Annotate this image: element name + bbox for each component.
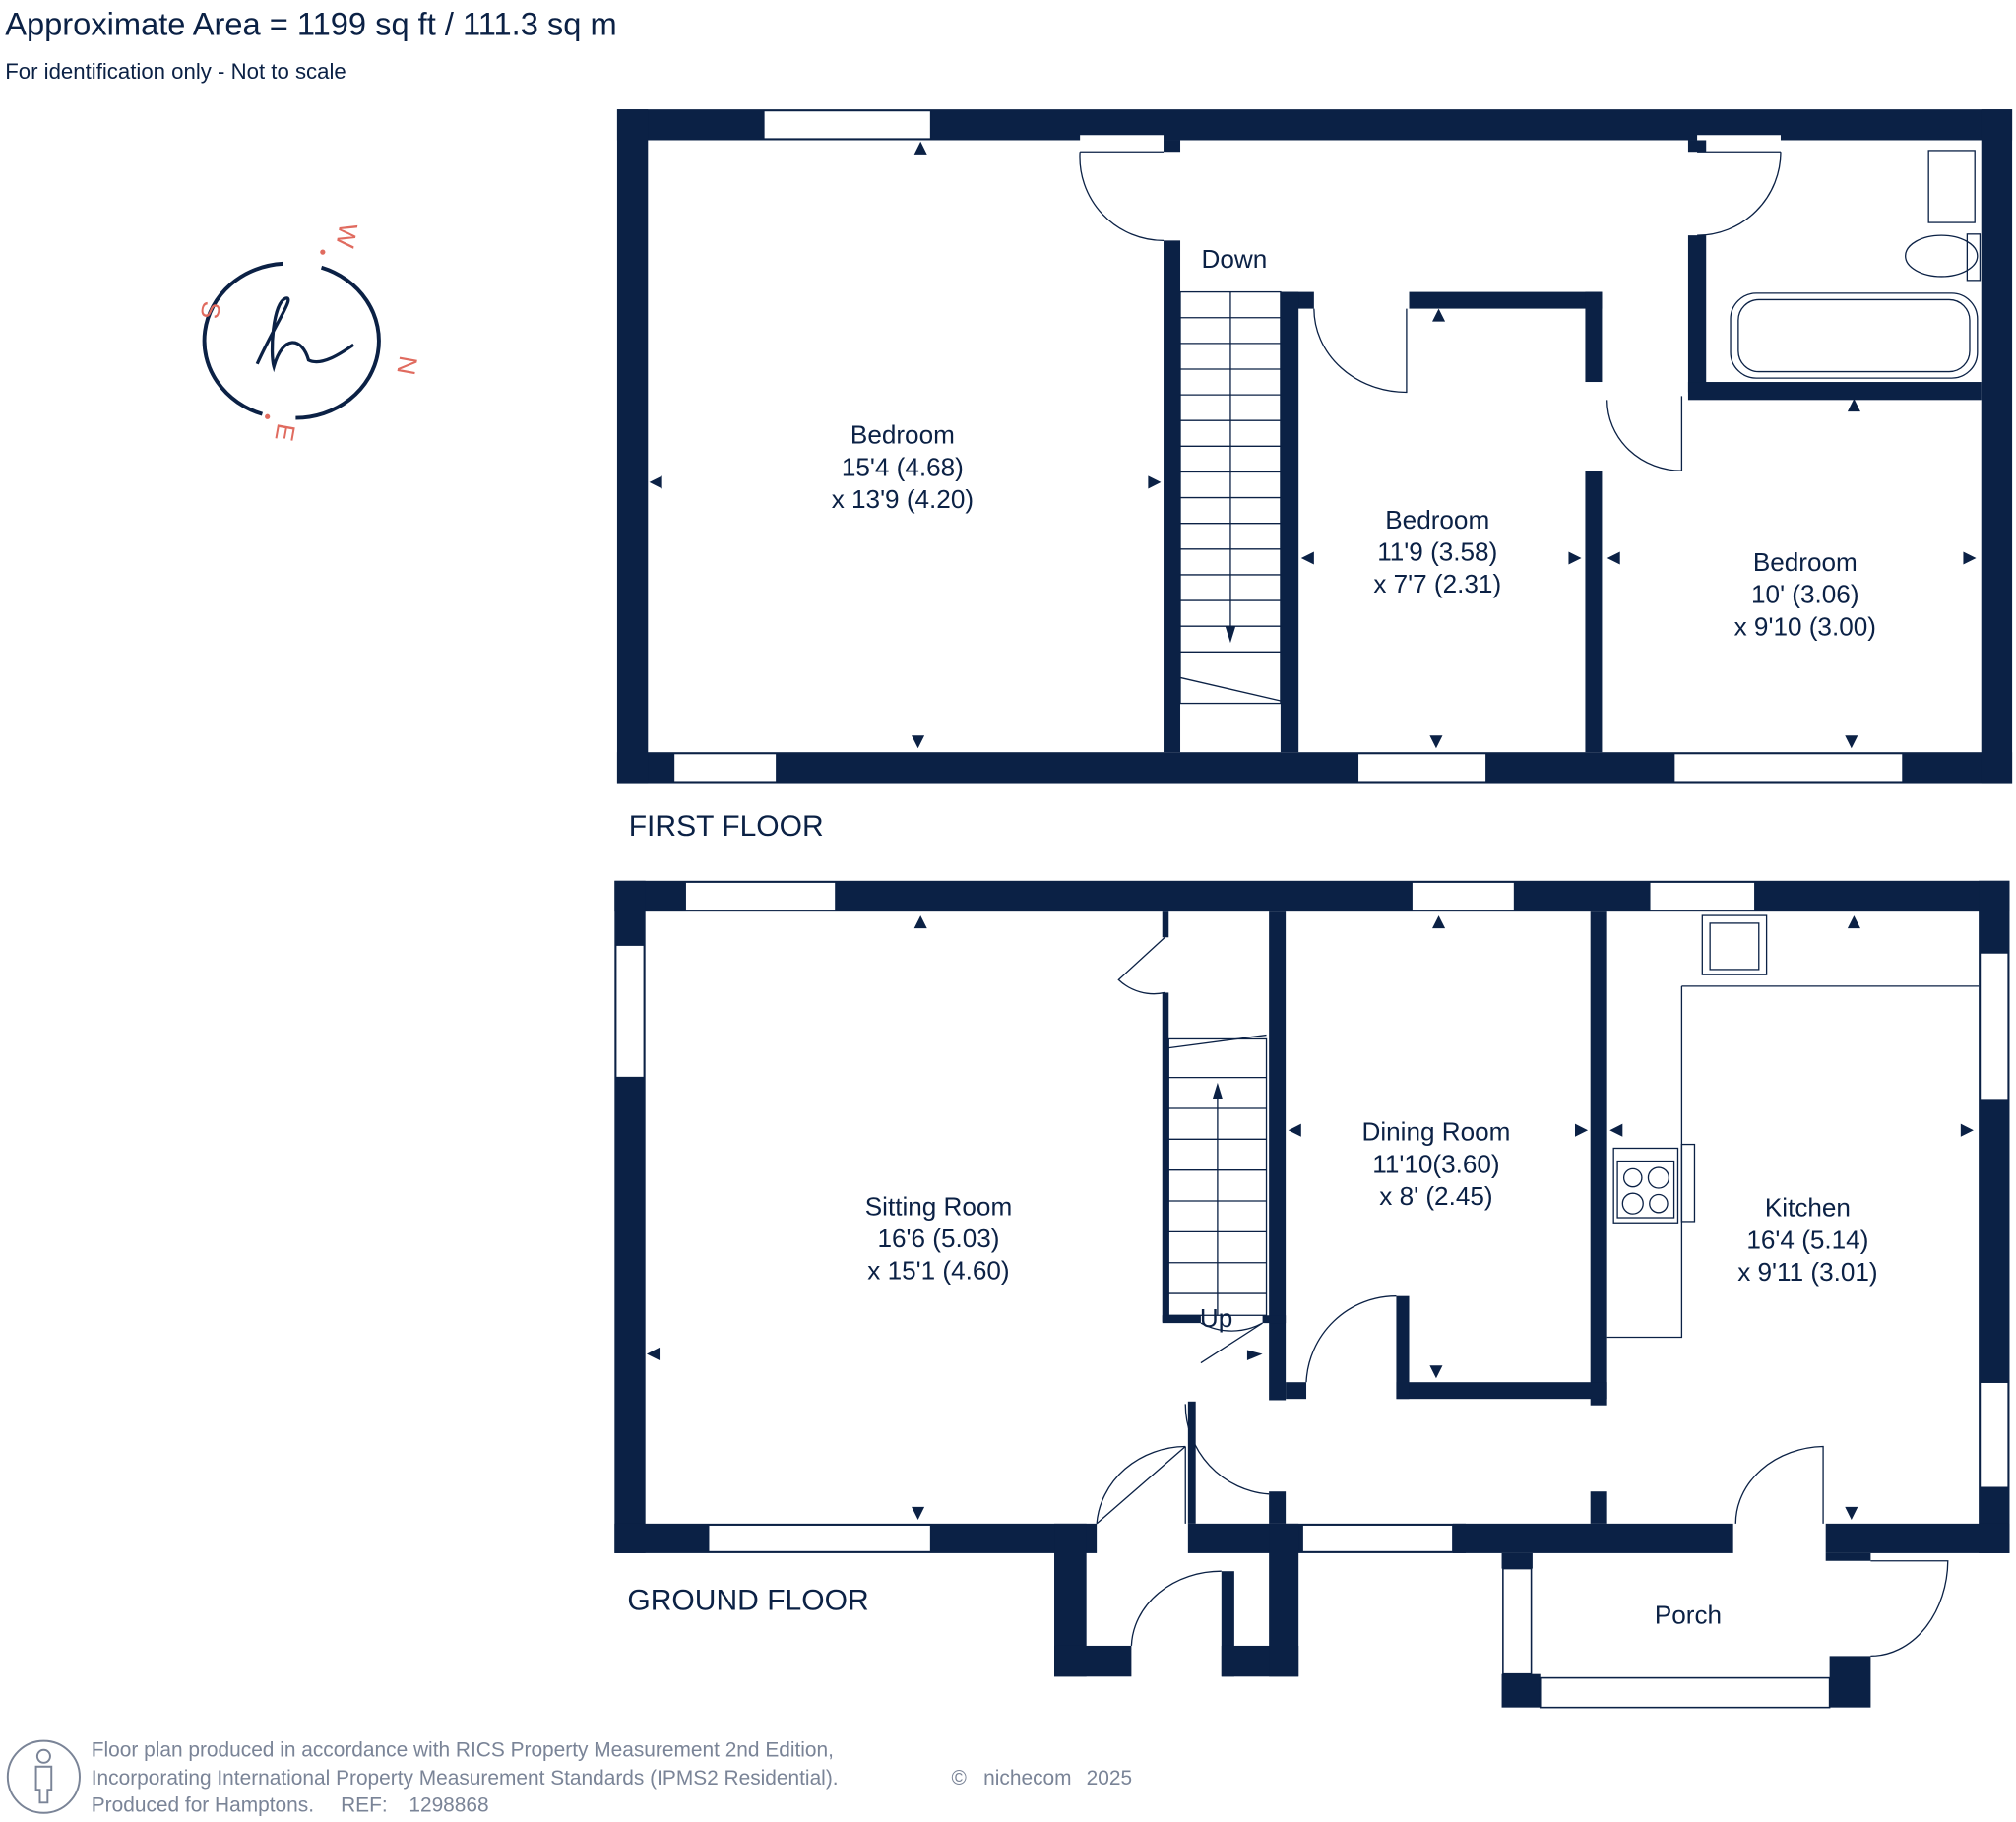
compass-e: E (269, 421, 301, 443)
window (1539, 1676, 1831, 1709)
room-bedroom-3: Bedroom 10' (3.06) x 9'10 (3.00) (1734, 547, 1876, 641)
page-title: Approximate Area = 1199 sq ft / 111.3 sq… (5, 5, 616, 41)
room-name: Bedroom (1753, 547, 1858, 577)
stairs-down-label: Down (1201, 244, 1267, 274)
room-name: Bedroom (1385, 505, 1489, 534)
footer-line-3: Produced for Hamptons. (92, 1793, 314, 1816)
room-dimension: x 13'9 (4.20) (832, 484, 974, 514)
compass-ring-icon (202, 261, 284, 416)
compass-logo: W S N E (195, 221, 424, 444)
room-dimension: x 9'11 (3.01) (1737, 1257, 1877, 1287)
window (1356, 752, 1487, 784)
window (1502, 1567, 1533, 1675)
room-name: Dining Room (1361, 1117, 1510, 1147)
compass-ring-icon (295, 265, 381, 420)
window (614, 944, 646, 1079)
sink-icon (1701, 914, 1768, 975)
footer: Floor plan produced in accordance with R… (6, 1738, 1132, 1816)
ref-number: 1298868 (409, 1793, 488, 1816)
window (1979, 1381, 2009, 1489)
room-dimension: x 9'10 (3.00) (1734, 611, 1876, 641)
room-porch: Porch (1655, 1601, 1722, 1630)
room-dimension: x 8' (2.45) (1379, 1181, 1492, 1211)
room-name: Kitchen (1765, 1193, 1851, 1223)
compass-w: W (330, 221, 363, 251)
room-dimension: 15'4 (4.68) (842, 452, 964, 481)
window (763, 109, 932, 140)
first-floor-label: FIRST FLOOR (629, 810, 824, 843)
room-name: Bedroom (850, 420, 955, 450)
window (1979, 952, 2009, 1101)
basin-icon (1927, 150, 1976, 223)
window (684, 881, 837, 911)
ground-floor-plan: Up Sitting Room 16'6 (5.03) x 15'1 (4.60… (614, 880, 2010, 1709)
room-name: Sitting Room (865, 1191, 1012, 1221)
staircase (1167, 1034, 1268, 1360)
first-floor-plan: Down Bedroom 15'4 (4.68) x 13'9 (4.20) B… (616, 109, 2013, 843)
window (1411, 881, 1516, 911)
hamptons-logo-icon (255, 296, 355, 373)
hob-icon (1612, 1147, 1679, 1224)
room-dimension: 16'4 (5.14) (1746, 1225, 1868, 1254)
window (672, 752, 778, 784)
room-dimension: 16'6 (5.03) (877, 1224, 999, 1253)
ground-floor-label: GROUND FLOOR (627, 1584, 868, 1616)
ref-label: REF: (341, 1793, 388, 1816)
room-bedroom-1: Bedroom 15'4 (4.68) x 13'9 (4.20) (832, 420, 974, 514)
room-kitchen: Kitchen 16'4 (5.14) x 9'11 (3.01) (1737, 1193, 1877, 1287)
compass-n: N (391, 353, 423, 377)
room-dining-room: Dining Room 11'10(3.60) x 8' (2.45) (1361, 1117, 1510, 1211)
footer-line-2: Incorporating International Property Mea… (92, 1767, 839, 1790)
page-subtitle: For identification only - Not to scale (5, 59, 346, 84)
window (1672, 752, 1904, 784)
ipms-person-icon (6, 1739, 81, 1814)
copyright-year: 2025 (1087, 1767, 1132, 1790)
room-bedroom-2: Bedroom 11'9 (3.58) x 7'7 (2.31) (1373, 505, 1501, 598)
footer-line-1: Floor plan produced in accordance with R… (92, 1738, 834, 1761)
room-sitting-room: Sitting Room 16'6 (5.03) x 15'1 (4.60) (865, 1191, 1012, 1285)
window (1648, 881, 1756, 911)
copyright-symbol: © (952, 1767, 968, 1790)
room-dimension: 10' (3.06) (1751, 580, 1859, 609)
brand-name: nichecom (983, 1767, 1071, 1790)
room-dimension: 11'9 (3.58) (1377, 537, 1497, 567)
room-dimension: x 15'1 (4.60) (867, 1256, 1009, 1286)
bath-icon (1730, 292, 1979, 379)
window (707, 1524, 932, 1553)
staircase (1179, 290, 1282, 705)
room-dimension: 11'10(3.60) (1372, 1149, 1499, 1178)
toilet-icon (1905, 234, 1979, 278)
stairs-up-label: Up (1200, 1303, 1232, 1333)
compass-s: S (195, 299, 227, 321)
room-dimension: x 7'7 (2.31) (1373, 569, 1501, 598)
window (1301, 1524, 1454, 1553)
